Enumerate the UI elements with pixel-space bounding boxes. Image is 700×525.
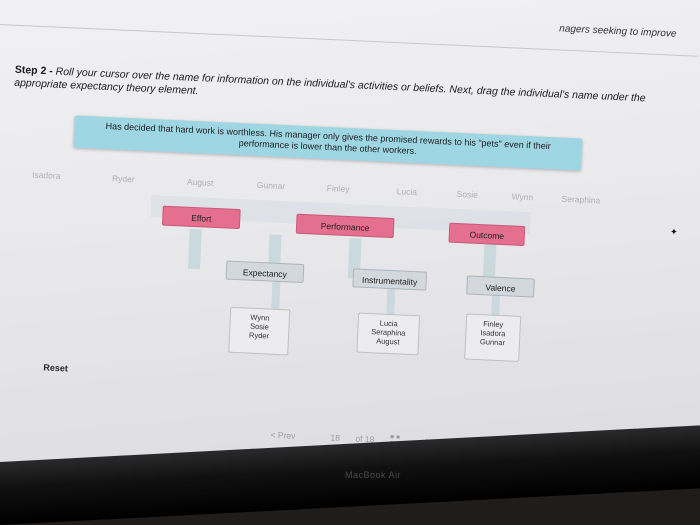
expectancy-label: Expectancy [242,267,288,280]
outcome-box: Outcome [448,222,526,247]
name-chip-lucia[interactable]: Lucia [396,186,418,198]
name-chip-august[interactable]: August [186,176,214,188]
step-label: Step 2 - [14,63,56,78]
name-chip-isadora[interactable]: Isadora [31,169,61,181]
scenario-text: Has decided that hard work is worthless.… [105,120,551,157]
name-chip-ryder[interactable]: Ryder [111,173,135,185]
valence-drop-zone[interactable]: Finley Isadora Gunnar [464,313,522,362]
instrumentality-result-3[interactable]: August [376,336,400,347]
expectancy-result-3[interactable]: Ryder [248,330,270,341]
name-chip-seraphina[interactable]: Seraphina [561,193,601,206]
instrumentality-box: Instrumentality [352,268,428,291]
effort-box: Effort [161,205,241,230]
name-chip-finley[interactable]: Finley [326,183,350,195]
instructions-text: Roll your cursor over the name for infor… [13,65,646,105]
page-content: nagers seeking to improve Step 2 - Roll … [0,23,699,448]
instrumentality-label: Instrumentality [361,274,418,288]
screen: nagers seeking to improve Step 2 - Roll … [0,0,700,480]
device-brand: MacBook Air [345,470,402,480]
valence-result-3[interactable]: Gunnar [479,337,506,348]
name-chip-sosie[interactable]: Sosie [456,188,479,200]
instructions: Step 2 - Roll your cursor over the name … [14,64,655,119]
valence-label: Valence [485,282,516,294]
name-chip-gunnar[interactable]: Gunnar [256,179,286,192]
scenario-card: Has decided that hard work is worthless.… [73,115,583,171]
performance-box: Performance [295,213,395,239]
performance-label: Performance [320,220,370,233]
page-current: 18 [330,432,341,443]
expectancy-drop-zone[interactable]: Wynn Sosie Ryder [228,306,291,356]
name-chip-wynn[interactable]: Wynn [511,191,534,203]
connector-effort [187,228,202,270]
reset-button[interactable]: Reset [43,362,69,374]
prev-button[interactable]: < Prev [270,429,296,441]
expectancy-box: Expectancy [225,260,305,284]
effort-label: Effort [190,212,212,224]
instrumentality-drop-zone[interactable]: Lucia Seraphina August [356,312,421,356]
cursor-icon: ✦ [669,226,678,237]
outcome-label: Outcome [469,229,505,242]
header-note: nagers seeking to improve [559,23,677,40]
valence-box: Valence [466,275,535,298]
